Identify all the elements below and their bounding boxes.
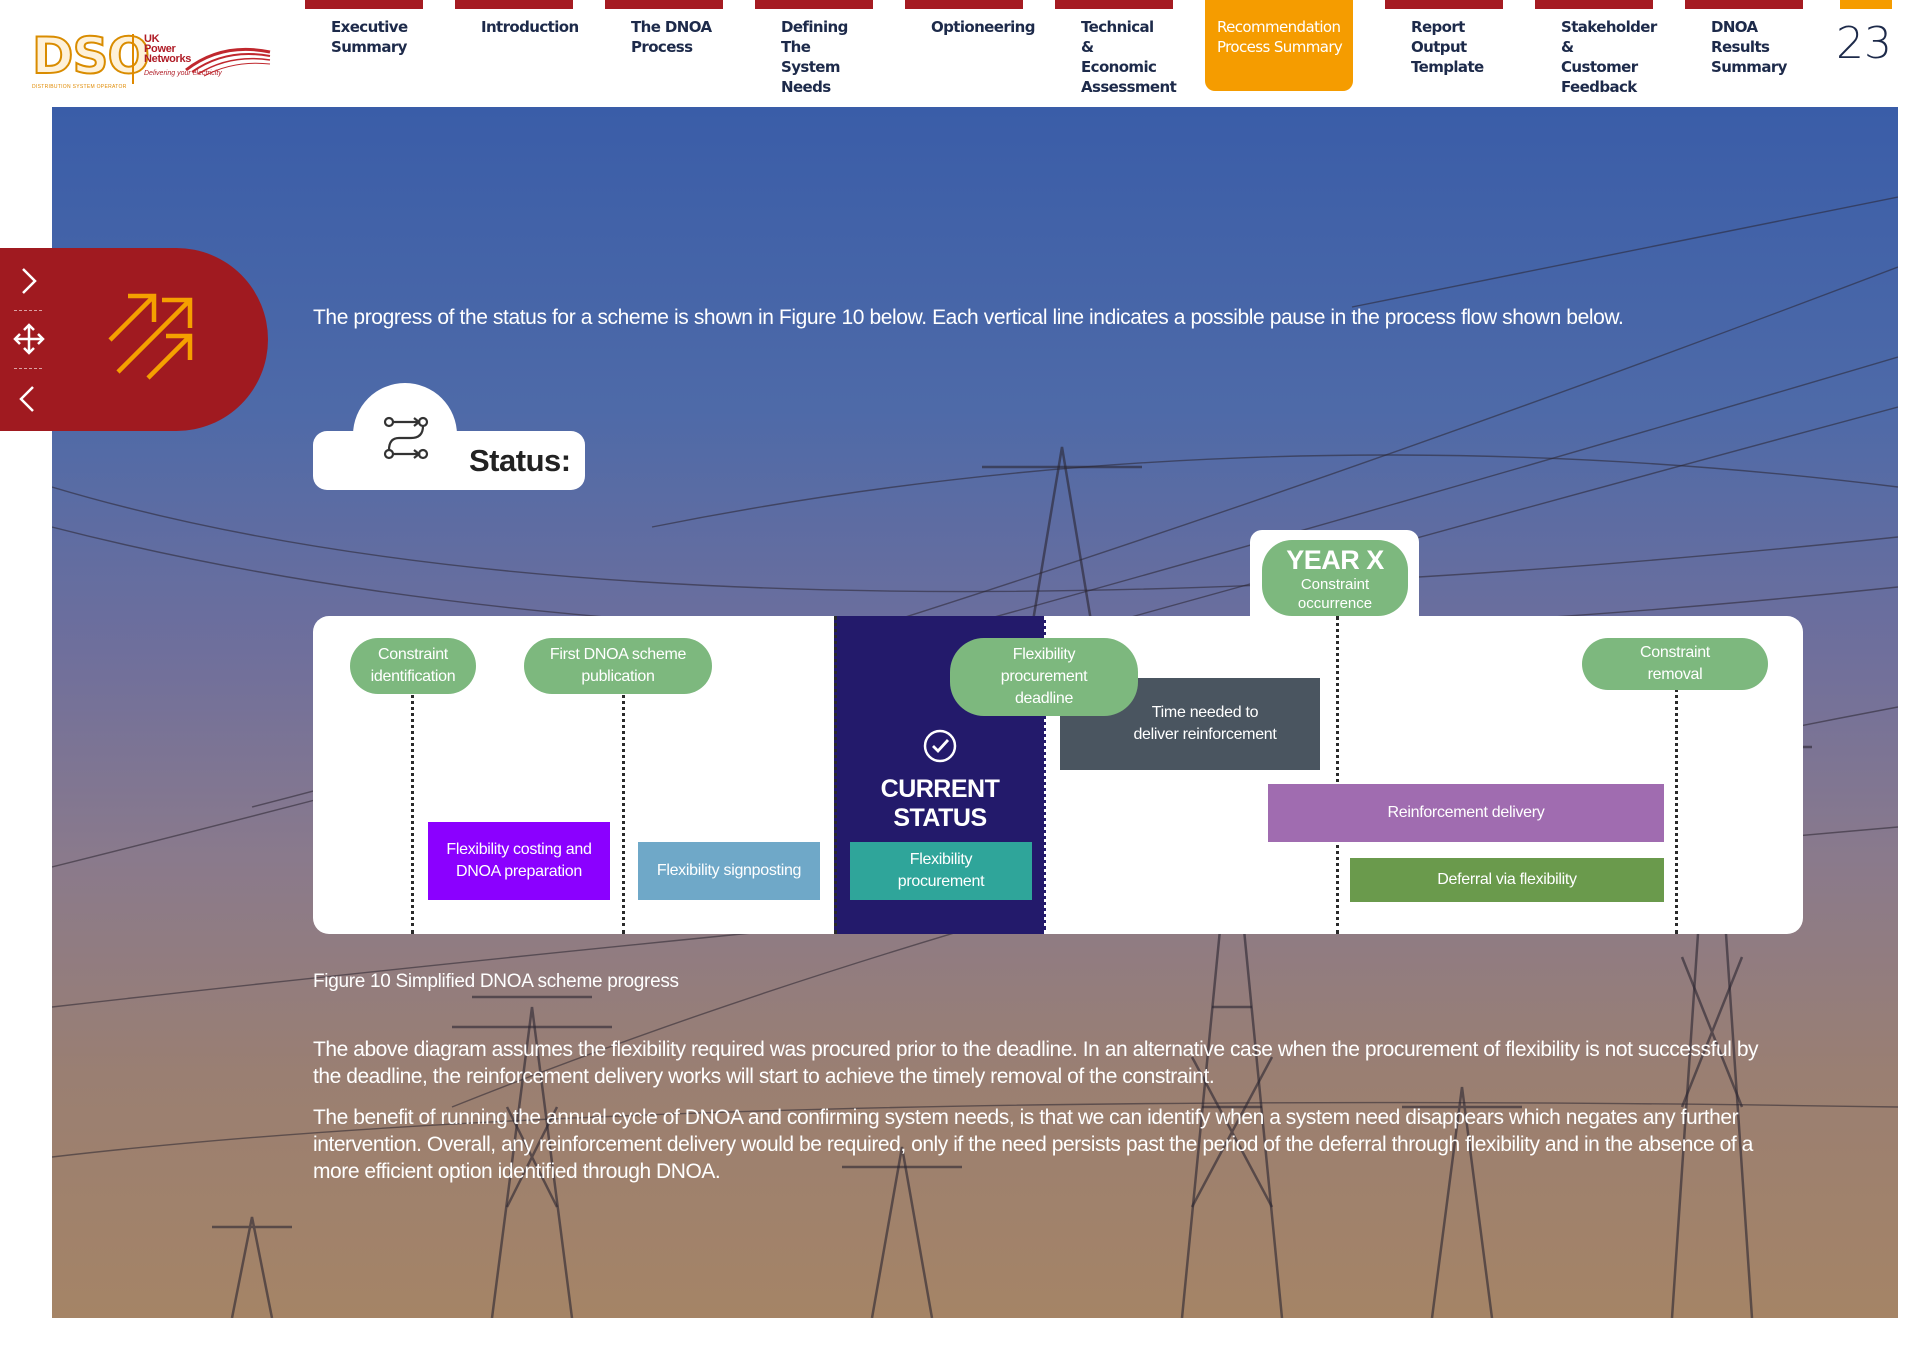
nav-dnoa-process[interactable]: The DNOA Process	[605, 0, 723, 92]
milestone-first-publication: First DNOA scheme publication	[524, 638, 712, 694]
milestone-flex-deadline: Flexibility procurement deadline	[950, 638, 1138, 716]
nav-label: The DNOA Process	[631, 18, 712, 56]
nav-bar	[1055, 0, 1173, 9]
ukpn-logo-text: UK Power Networks	[144, 33, 192, 65]
nav-dnoa-results-summary[interactable]: DNOA Results Summary	[1685, 0, 1809, 92]
activity-time-needed: Time needed to deliver reinforcement	[1060, 678, 1320, 770]
activity-reinforcement-delivery: Reinforcement delivery	[1268, 784, 1664, 842]
side-navigation-tab	[0, 248, 268, 431]
ukpn-tagline: Delivering your electricity	[144, 70, 222, 77]
paragraph-2: The benefit of running the annual cycle …	[313, 1106, 1753, 1183]
check-circle-icon	[923, 729, 957, 763]
pause-line	[1675, 688, 1678, 934]
nav-introduction[interactable]: Introduction	[455, 0, 579, 92]
nav-bar	[1685, 0, 1803, 9]
pause-line	[1336, 616, 1339, 934]
dso-logo: DSO	[31, 27, 151, 85]
chevron-left-icon[interactable]	[16, 384, 38, 414]
nav-optioneering[interactable]: Optioneering	[905, 0, 1035, 92]
nav-bar	[1385, 0, 1503, 9]
nav-bar	[455, 0, 573, 9]
activity-deferral: Deferral via flexibility	[1350, 858, 1664, 902]
side-divider	[14, 310, 42, 311]
nav-label: Executive Summary	[331, 18, 408, 56]
nav-label: Optioneering	[931, 18, 1035, 36]
nav-bar	[1205, 0, 1353, 9]
year-x-title: YEAR X	[1286, 545, 1384, 575]
arrows-up-right-icon	[108, 293, 193, 380]
pause-line	[1044, 616, 1047, 934]
nav-bar	[905, 0, 1023, 9]
figure-caption: Figure 10 Simplified DNOA scheme progres…	[313, 971, 679, 992]
nav-label: Introduction	[481, 18, 579, 36]
nav-bar	[305, 0, 423, 9]
pause-line	[834, 616, 837, 934]
nav-executive-summary[interactable]: Executive Summary	[305, 0, 423, 92]
activity-flex-procurement: Flexibility procurement	[850, 842, 1032, 900]
pause-line	[622, 688, 625, 934]
nav-label: Technical & Economic Assessment	[1081, 18, 1177, 96]
status-label: Status:	[469, 443, 571, 478]
page-number-bar	[1840, 0, 1892, 9]
nav-report-output-template[interactable]: Report Output Template	[1385, 0, 1503, 92]
dso-logo-subtitle: DISTRIBUTION SYSTEM OPERATOR	[32, 84, 127, 90]
logo-divider	[132, 34, 134, 84]
chevron-right-icon[interactable]	[18, 266, 40, 296]
current-status-label: CURRENT STATUS	[880, 775, 1000, 832]
activity-flex-costing: Flexibility costing and DNOA preparation	[428, 822, 610, 900]
nav-label: Stakeholder & Customer Feedback	[1561, 18, 1657, 96]
status-badge-pill	[313, 431, 585, 490]
nav-label: Defining The System Needs	[781, 18, 848, 96]
side-divider	[14, 368, 42, 369]
dso-logo-fill: DSO	[32, 27, 150, 85]
page-number: 23	[1836, 18, 1892, 69]
year-x-milestone: YEAR X Constraint occurrence	[1262, 540, 1408, 616]
nav-technical-economic-assessment[interactable]: Technical & Economic Assessment	[1055, 0, 1177, 96]
nav-bar	[605, 0, 723, 9]
paragraph-1: The above diagram assumes the flexibilit…	[313, 1038, 1759, 1088]
process-flow-icon	[383, 416, 429, 460]
nav-label: Report Output Template	[1411, 18, 1484, 76]
status-badge: Status:	[313, 383, 585, 490]
year-x-subtitle: Constraint occurrence	[1297, 576, 1373, 612]
intro-text: The progress of the status for a scheme …	[313, 306, 1624, 329]
pause-line	[411, 688, 414, 934]
ukpn-swoosh-icon	[185, 47, 271, 77]
move-icon[interactable]	[12, 322, 46, 356]
activity-flex-signposting: Flexibility signposting	[638, 842, 820, 900]
nav-bar	[755, 0, 873, 9]
milestone-constraint-removal: Constraint removal	[1582, 638, 1768, 690]
nav-label: DNOA Results Summary	[1711, 18, 1787, 76]
nav-bar	[1535, 0, 1653, 9]
logo[interactable]: DSO DSO DISTRIBUTION SYSTEM OPERATOR UK …	[31, 27, 271, 90]
nav-stakeholder-customer-feedback[interactable]: Stakeholder & Customer Feedback	[1535, 0, 1657, 96]
nav-label: Recommendation Process Summary	[1217, 18, 1343, 56]
milestone-constraint-identification: Constraint identification	[350, 638, 476, 694]
nav-recommendation-process-summary[interactable]: Recommendation Process Summary	[1205, 0, 1353, 91]
nav-defining-system-needs[interactable]: Defining The System Needs	[755, 0, 873, 96]
